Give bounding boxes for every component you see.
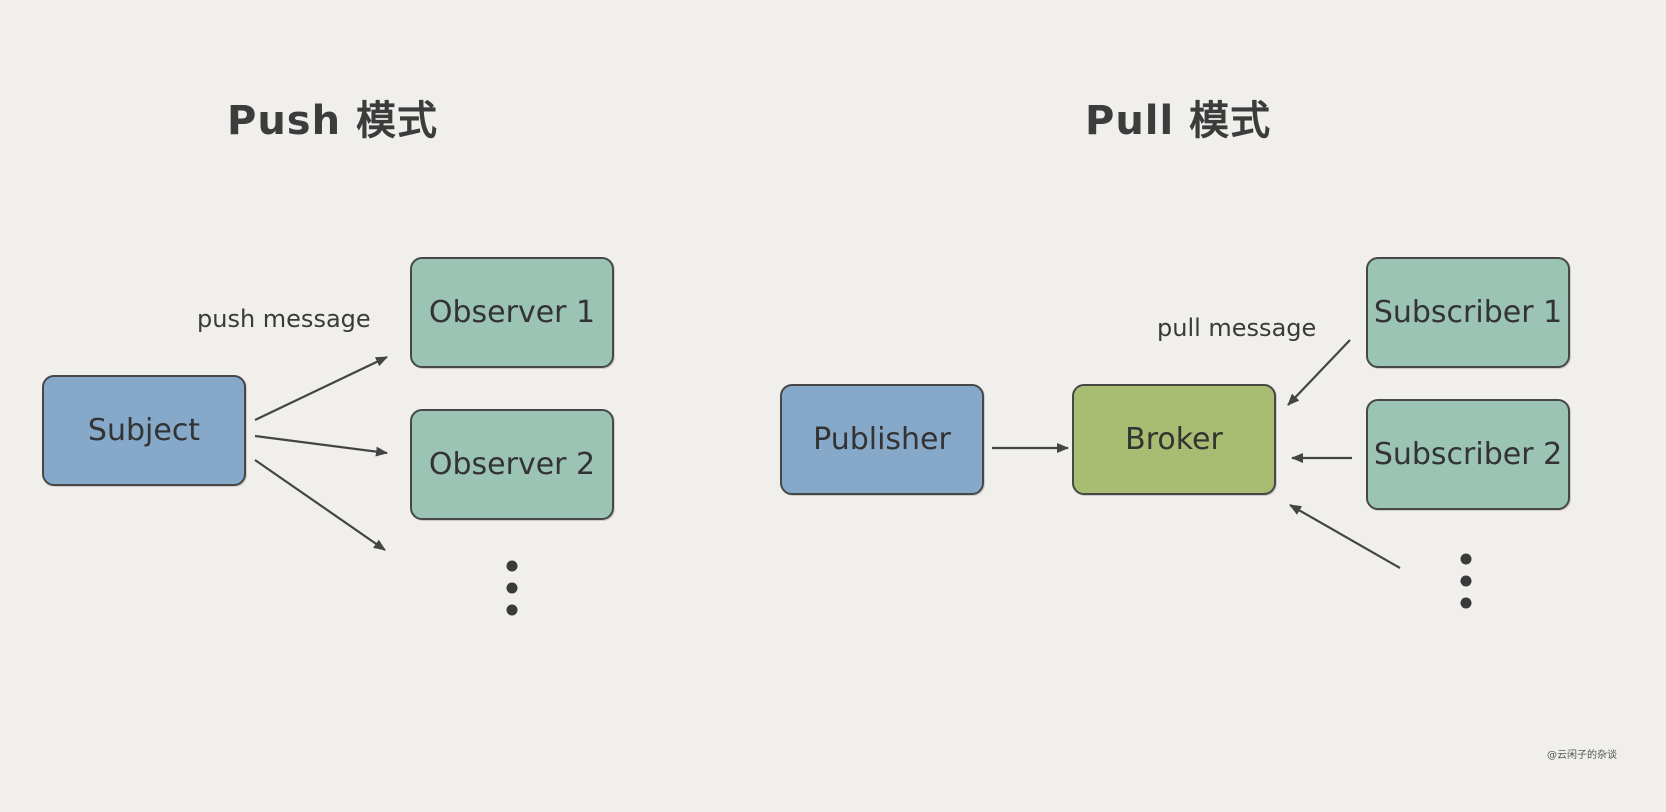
push-title: Push 模式 bbox=[227, 98, 439, 144]
subscriber-1-node: Subscriber 1 bbox=[1366, 257, 1570, 368]
subscriber-2-node: Subscriber 2 bbox=[1366, 399, 1570, 510]
pull-title: Pull 模式 bbox=[1085, 98, 1272, 144]
push-message-label: push message bbox=[197, 305, 371, 333]
pull-arrow-subscriber-1 bbox=[1287, 339, 1351, 406]
observer-ellipsis bbox=[506, 560, 518, 616]
broker-node: Broker bbox=[1072, 384, 1276, 495]
pull-message-label: pull message bbox=[1157, 314, 1317, 342]
watermark: @云闲子的杂谈 bbox=[1547, 750, 1617, 761]
subscriber-ellipsis bbox=[1460, 553, 1472, 609]
push-arrow-more bbox=[254, 459, 386, 551]
observer-1-node: Observer 1 bbox=[410, 257, 614, 368]
publisher-node: Publisher bbox=[780, 384, 984, 495]
observer-2-node: Observer 2 bbox=[410, 409, 614, 520]
push-arrow-observer-2 bbox=[254, 434, 388, 457]
subject-node: Subject bbox=[42, 375, 246, 486]
push-arrow-observer-1 bbox=[254, 356, 388, 421]
pull-arrow-more bbox=[1289, 504, 1401, 569]
